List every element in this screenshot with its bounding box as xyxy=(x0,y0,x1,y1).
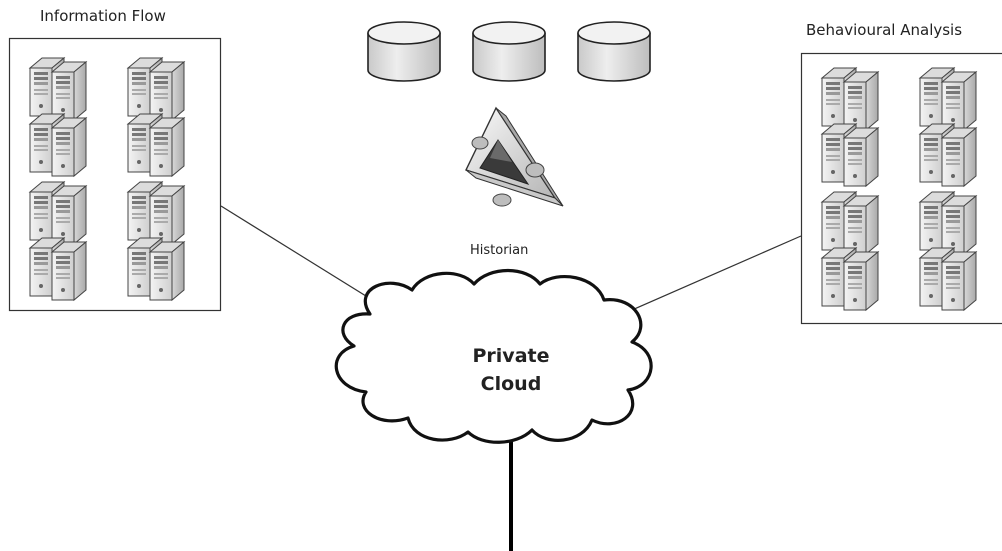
cloud-label-line1: Private xyxy=(472,345,550,367)
database-cylinder-icon xyxy=(472,21,546,82)
server-rack-icon xyxy=(822,68,878,186)
server-rack-icon xyxy=(128,58,184,176)
historian-prism-icon xyxy=(465,106,564,207)
database-cylinder-icon xyxy=(367,21,441,82)
database-cylinder-icon xyxy=(577,21,651,82)
cloud-icon xyxy=(334,268,653,444)
information-flow-title: Information Flow xyxy=(40,7,166,25)
server-rack-icon xyxy=(920,192,976,310)
behavioural-analysis-title: Behavioural Analysis xyxy=(806,21,963,39)
connector-info-flow xyxy=(220,205,383,307)
behavioural-analysis-group xyxy=(800,52,1002,325)
connector-behavioural xyxy=(631,235,802,311)
cloud-label-line2: Cloud xyxy=(480,373,542,395)
server-rack-icon xyxy=(128,182,184,300)
server-rack-icon xyxy=(822,192,878,310)
information-flow-group xyxy=(8,37,222,312)
server-rack-icon xyxy=(920,68,976,186)
server-rack-icon xyxy=(30,58,86,176)
server-rack-icon xyxy=(30,182,86,300)
historian-label: Historian xyxy=(470,243,529,258)
cloud-label: Private Cloud xyxy=(440,342,582,398)
